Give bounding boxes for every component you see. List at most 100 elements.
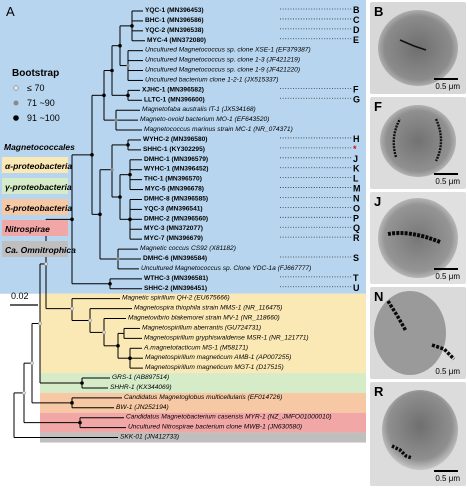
bootstrap-node xyxy=(90,153,94,157)
taxon-label: Magneto-ovoid bacterium MO-1 (EF643520) xyxy=(140,116,269,123)
group-label-alpha: α-proteobacteria xyxy=(5,161,72,171)
group-swatch-delta xyxy=(2,199,68,215)
taxon-label: BHC-1 (MN396586) xyxy=(145,17,204,24)
taxon-label: SHHC-2 (MN396451) xyxy=(144,285,207,292)
strain-panel-code: M xyxy=(353,184,361,194)
taxon-label: GRS-1 (AB897514) xyxy=(112,374,169,381)
micrograph-letter: J xyxy=(374,194,382,209)
bootstrap-node xyxy=(126,63,130,68)
strain-panel-code: O xyxy=(353,203,360,213)
micrograph-letter: F xyxy=(374,99,382,114)
bootstrap-node xyxy=(128,356,132,361)
taxon-label: Uncultured Magnetococcus sp. clone 1-3 (… xyxy=(145,57,300,64)
micrograph-panel-n: N 0.5 μm xyxy=(370,287,466,379)
strain-panel-code: * xyxy=(353,144,357,154)
bootstrap-high-label: 91 ~100 xyxy=(27,113,60,123)
micrograph-letter: R xyxy=(374,384,384,399)
taxon-label: WTHC-3 (MN396581) xyxy=(144,275,208,282)
group-label-delta: δ-proteobacteria xyxy=(5,203,72,213)
taxon-label: DMHC-2 (MN396560) xyxy=(144,215,208,222)
taxon-label: DMHC-1 (MN396579) xyxy=(144,156,208,163)
group-label-gamma: γ-proteobacteria xyxy=(5,182,72,192)
micrograph-scale-bar xyxy=(434,470,458,472)
panel-label-a: A xyxy=(6,4,15,19)
strain-panel-code: Q xyxy=(353,223,360,233)
bootstrap-node xyxy=(70,401,74,405)
taxon-label: Uncultured bacterium clone 1-2-1 (JX5153… xyxy=(145,76,278,83)
micrograph-scale-bar xyxy=(434,268,458,270)
micrograph-panel-r: R 0.5 μm xyxy=(370,382,466,486)
taxon-label: Magnetic coccus CS92 (X81182) xyxy=(140,245,236,252)
taxon-label: XJHC-1 (MN396582) xyxy=(142,86,204,93)
taxon-label: Magnetospirillum magneticum MGT-1 (D1751… xyxy=(145,364,284,371)
taxon-label: Magnetovibrio blakemorei strain MV-1 (NR… xyxy=(128,315,280,322)
strain-panel-code: H xyxy=(353,134,360,144)
taxon-label: WYHC-2 (MN396580) xyxy=(143,136,208,143)
strain-panel-code: D xyxy=(353,25,360,35)
micrograph-image xyxy=(370,287,466,379)
bootstrap-node xyxy=(108,282,112,286)
strain-panel-code: S xyxy=(353,253,359,263)
strain-panel-code: G xyxy=(353,94,360,104)
band-gamma xyxy=(40,373,366,393)
taxon-label: Magnetospirillum magneticum AMB-1 (AP007… xyxy=(145,354,291,361)
taxon-label: YQC-2 (MN396538) xyxy=(145,27,204,34)
strain-panel-code: F xyxy=(353,84,359,94)
taxon-label: Magnetofaba australis IT-1 (JX534168) xyxy=(142,106,256,113)
micrograph-image xyxy=(370,192,466,284)
bootstrap-node xyxy=(78,420,82,425)
bootstrap-node xyxy=(126,143,130,147)
bootstrap-legend-title: Bootstrap xyxy=(12,68,59,79)
bootstrap-node xyxy=(80,381,84,385)
taxon-label: LLTC-1 (MN396600) xyxy=(144,96,205,103)
bootstrap-node xyxy=(130,24,134,28)
bootstrap-mid-marker xyxy=(13,100,19,106)
bootstrap-node xyxy=(128,217,132,222)
bootstrap-node xyxy=(118,195,122,199)
taxon-label: Uncultured Magnetococcus sp. clone 1-9 (… xyxy=(145,67,300,74)
bootstrap-node xyxy=(70,217,74,222)
taxon-label: Magnetococcus marinus strain MC-1 (NR_07… xyxy=(144,126,293,133)
group-swatch-omnitrophica xyxy=(2,241,68,257)
micrograph-panel-j: J 0.5 μm xyxy=(370,192,466,284)
bootstrap-node xyxy=(44,262,48,266)
micrograph-scale-label: 0.5 μm xyxy=(435,177,460,186)
bootstrap-node xyxy=(70,306,74,311)
bootstrap-low-label: ≤ 70 xyxy=(27,83,44,93)
bootstrap-mid-label: 71 ~90 xyxy=(27,98,55,108)
bootstrap-node xyxy=(30,361,34,365)
micrograph-panel-f: F 0.5 μm xyxy=(370,97,466,189)
bootstrap-node xyxy=(118,43,122,48)
taxon-label: Uncultured Nitrospirae bacterium clone M… xyxy=(128,424,302,431)
strain-panel-code: L xyxy=(353,174,359,184)
bootstrap-node xyxy=(102,93,106,98)
taxon-label: BW-1 (JN252194) xyxy=(116,404,169,411)
taxon-label: Magnetospira thiophila strain MMS-1 (NR_… xyxy=(134,305,282,312)
taxon-label: SHHR-1 (KX344069) xyxy=(110,384,172,391)
strain-panel-code: R xyxy=(353,233,360,243)
bootstrap-node xyxy=(114,118,118,122)
group-legend: Magnetococcales α-proteobacteria γ-prote… xyxy=(2,142,76,257)
bootstrap-node xyxy=(22,391,26,395)
bootstrap-node xyxy=(116,344,120,348)
micrograph-image xyxy=(370,97,466,189)
bootstrap-nodes xyxy=(22,24,134,425)
band-omnitrophica xyxy=(40,432,366,443)
strain-panel-code: C xyxy=(353,15,360,25)
taxon-label: SHHC-1 (KY302295) xyxy=(143,146,205,153)
taxon-label: WYHC-1 (MN396452) xyxy=(144,166,209,173)
micrograph-scale-bar xyxy=(434,173,458,175)
micrograph-letter: B xyxy=(374,4,384,19)
micrograph-letter: N xyxy=(374,289,384,304)
micrograph-scale-label: 0.5 μm xyxy=(435,367,460,376)
bootstrap-low-marker xyxy=(13,85,19,91)
micrograph-image xyxy=(370,382,466,486)
group-label-omnitrophica: Ca. Omnitrophica xyxy=(5,245,76,255)
bootstrap-node xyxy=(110,168,114,172)
band-alpha xyxy=(40,293,366,374)
micrograph-scale-bar xyxy=(434,78,458,80)
micrograph-scale-label: 0.5 μm xyxy=(435,272,460,281)
taxon-label: THC-1 (MN396570) xyxy=(144,176,202,183)
